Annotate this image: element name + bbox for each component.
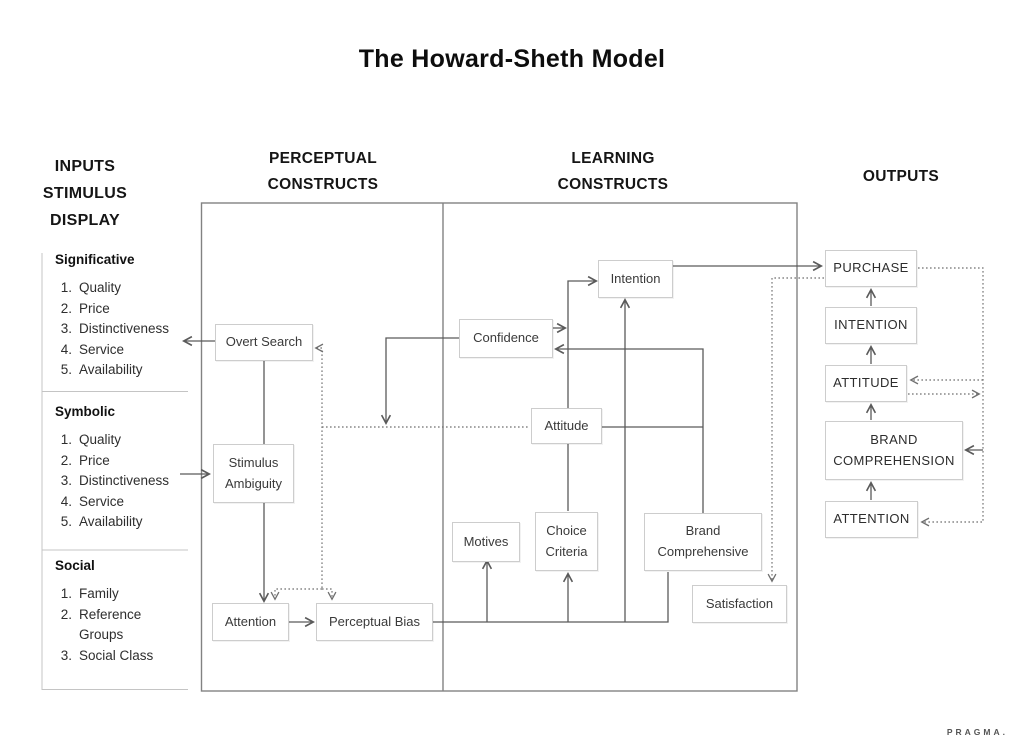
- item-number: 1.: [60, 432, 72, 447]
- item-number: 2.: [60, 452, 72, 468]
- region-boxes: [200, 202, 798, 692]
- item-label: Availability: [79, 362, 143, 378]
- list-item: 3. Social Class: [55, 646, 205, 667]
- node-intention: Intention: [598, 260, 673, 298]
- pragma-watermark: PRAGMA.: [946, 727, 1008, 737]
- list-item: 1. Quality: [55, 430, 205, 451]
- item-label: Service: [79, 493, 125, 509]
- list-item: 2. Price: [55, 451, 205, 472]
- item-number: 5.: [60, 362, 72, 378]
- learning-header-line1: LEARNING: [571, 150, 655, 167]
- item-number: 3.: [60, 473, 72, 489]
- perceptual-header-line1: PERCEPTUAL: [268, 150, 378, 167]
- item-label: Quality: [79, 432, 122, 447]
- item-number: 1.: [60, 586, 72, 601]
- item-number: 3.: [60, 321, 72, 337]
- section-title: Social: [55, 558, 95, 573]
- item-label: Social Class: [79, 647, 154, 663]
- inputs-section-significative: Significative 1. Quality 2. Price 3. Distin…: [55, 252, 205, 381]
- node-brand-comprehensive: Brand Comprehensive: [644, 513, 762, 571]
- page-title: The Howard-Sheth Model: [358, 45, 666, 73]
- item-number: 5.: [60, 514, 72, 530]
- perceptual-constructs-header: PERCEPTUAL CONSTRUCTS: [238, 146, 408, 198]
- list-item: 2. Price: [55, 299, 205, 320]
- inputs-header-line1: INPUTS: [54, 158, 116, 175]
- list-item: 3. Distinctiveness: [55, 471, 205, 492]
- inputs-section-social: Social 1. Family 2. Reference Groups 3. Soc…: [55, 558, 205, 666]
- item-label: Distinctiveness: [79, 321, 170, 337]
- outputs-header: OUTPUTS: [862, 168, 940, 185]
- section-title: Significative: [55, 252, 135, 267]
- node-choice-criteria: Choice Criteria: [535, 512, 598, 571]
- node-satisfaction: Satisfaction: [692, 585, 787, 623]
- node-attitude: Attitude: [531, 408, 602, 444]
- inputs-panel-rules: [41, 253, 188, 690]
- node-output-attitude: ATTITUDE: [825, 365, 907, 402]
- list-item: 3. Distinctiveness: [55, 319, 205, 340]
- item-label: Price: [79, 452, 110, 468]
- solid-connectors: [180, 260, 983, 628]
- item-number: 2.: [60, 606, 72, 622]
- item-label: Quality: [79, 280, 122, 295]
- node-stimulus-ambiguity: Stimulus Ambiguity: [213, 444, 294, 503]
- node-motives: Motives: [452, 522, 520, 562]
- item-number: 4.: [60, 493, 72, 509]
- learning-header-line2: CONSTRUCTS: [557, 176, 669, 193]
- node-perceptual-bias: Perceptual Bias: [316, 603, 433, 641]
- list-item: 4. Service: [55, 492, 205, 513]
- inputs-header: INPUTS STIMULUS DISPLAY: [20, 153, 150, 234]
- item-label: Availability: [79, 514, 143, 530]
- node-output-attention: ATTENTION: [825, 501, 918, 538]
- list-item: 5. Availability: [55, 360, 205, 381]
- node-confidence: Confidence: [459, 319, 553, 358]
- node-attention: Attention: [212, 603, 289, 641]
- list-item: 5. Availability: [55, 512, 205, 533]
- learning-constructs-header: LEARNING CONSTRUCTS: [528, 146, 698, 198]
- item-number: 1.: [60, 280, 72, 295]
- inputs-header-line3: DISPLAY: [50, 212, 120, 229]
- inputs-header-line2: STIMULUS: [42, 185, 128, 202]
- perceptual-header-line2: CONSTRUCTS: [267, 176, 379, 193]
- item-label: Family: [79, 586, 119, 601]
- list-item: 1. Family: [55, 584, 205, 605]
- node-overt-search: Overt Search: [215, 324, 313, 361]
- section-title: Symbolic: [55, 404, 116, 419]
- inputs-section-symbolic: Symbolic 1. Quality 2. Price 3. Distinctive…: [55, 404, 205, 533]
- node-output-brand-comprehension: BRAND COMPREHENSION: [825, 421, 963, 480]
- item-number: 3.: [60, 647, 72, 663]
- item-number: 4.: [60, 341, 72, 357]
- list-item: 2. Reference Groups: [55, 605, 205, 646]
- item-label: Reference Groups: [79, 606, 142, 643]
- dotted-connectors: [270, 267, 984, 601]
- node-output-purchase: PURCHASE: [825, 250, 917, 287]
- node-output-intention: INTENTION: [825, 307, 917, 344]
- list-item: 4. Service: [55, 340, 205, 361]
- list-item: 1. Quality: [55, 278, 205, 299]
- item-label: Price: [79, 300, 110, 316]
- item-number: 2.: [60, 300, 72, 316]
- item-label: Distinctiveness: [79, 473, 170, 489]
- item-label: Service: [79, 341, 125, 357]
